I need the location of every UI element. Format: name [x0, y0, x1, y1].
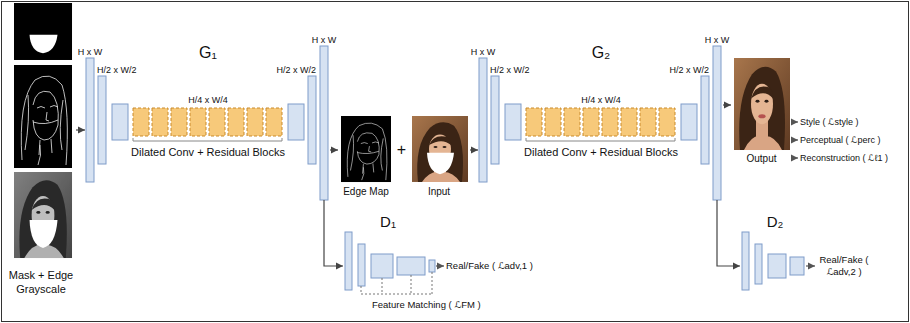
loss-label: Style ( ℒstyle )	[800, 116, 906, 128]
dimension-label: H/2 x W/2	[661, 64, 709, 76]
loss-label: Real/Fake ( ℒadv,1 )	[446, 260, 576, 272]
dimension-label: H/2 x W/2	[97, 64, 143, 76]
flow-arrow	[324, 200, 343, 266]
dimension-label: H/2 x W/2	[490, 64, 536, 76]
dimension-label: H x W	[70, 46, 110, 58]
image-caption: Output	[731, 152, 792, 165]
network-name: D₁	[363, 212, 413, 232]
dimension-label: H x W	[300, 34, 348, 46]
dimension-label: H/4 x W/4	[571, 94, 631, 106]
generator-band: G₁ Dilated Conv + Residual Blocks	[85, 40, 330, 200]
generator-band: G₂ Dilated Conv + Residual Blocks	[478, 40, 723, 200]
image-panel: Input	[408, 113, 470, 200]
image-caption: Mask + Edge Grayscale	[6, 268, 76, 296]
block-caption: Dilated Conv + Residual Blocks	[108, 145, 308, 159]
loss-label: Real/Fake ( ℒadv,2 )	[818, 254, 870, 278]
loss-label: Perceptual ( ℒperc )	[800, 134, 906, 146]
dimension-label: H/4 x W/4	[178, 94, 238, 106]
operator-label: +	[395, 139, 408, 160]
image-caption: Input	[408, 185, 470, 198]
loss-label: Feature Matching ( ℒFM )	[372, 299, 522, 311]
dimension-label: H x W	[693, 34, 741, 46]
loss-label: Reconstruction ( ℒℓ1 )	[800, 152, 906, 164]
input-stack: Mask + Edge Grayscale	[6, 3, 76, 300]
dimension-label: H x W	[463, 46, 503, 58]
block-caption: Dilated Conv + Residual Blocks	[501, 145, 701, 159]
dimension-label: H/2 x W/2	[268, 64, 316, 76]
network-name: D₂	[755, 212, 795, 232]
discriminator-band: D₂	[740, 212, 810, 296]
flow-arrow	[330, 149, 338, 150]
flow-arrow	[470, 149, 478, 150]
network-name: G₂	[576, 42, 626, 63]
image-panel: Output	[731, 56, 792, 168]
image-caption: Edge Map	[334, 185, 398, 198]
image-panel: Edge Map	[338, 113, 394, 200]
network-name: G₁	[183, 42, 233, 63]
discriminator-band: D₁	[343, 212, 438, 296]
flow-arrow	[76, 129, 85, 130]
flow-arrow	[723, 104, 731, 105]
flow-arrow	[717, 200, 740, 266]
